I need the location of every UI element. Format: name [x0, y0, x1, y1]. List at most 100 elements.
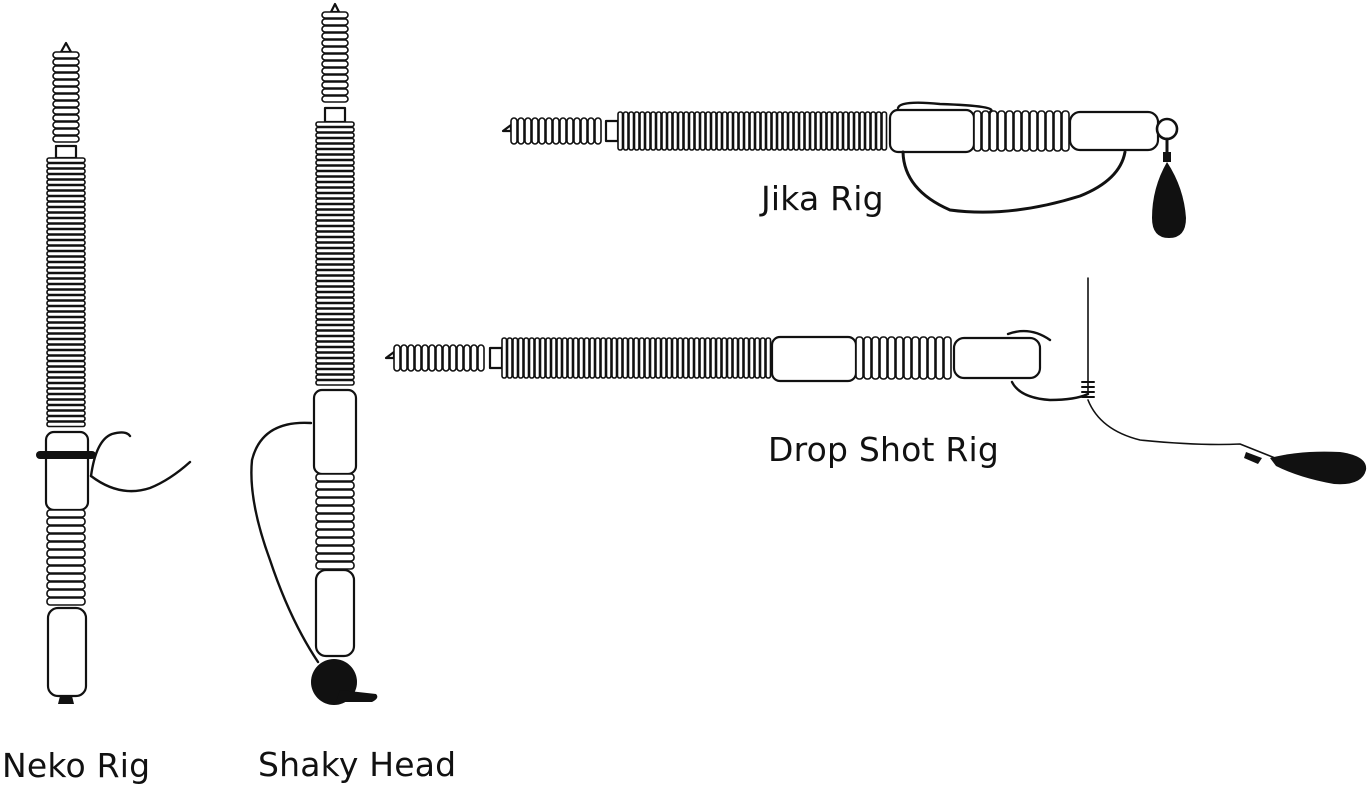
- worm-rib: [315, 286, 355, 293]
- worm-rib: [528, 337, 535, 379]
- worm-rib: [566, 117, 574, 145]
- worm-rib: [776, 111, 783, 151]
- worm-rib: [1005, 110, 1014, 152]
- worm-rib: [943, 336, 952, 380]
- worm-rib: [627, 337, 634, 379]
- worm-rib: [727, 111, 734, 151]
- worm-rib: [321, 95, 349, 103]
- worm-rib: [688, 111, 695, 151]
- worm-rib: [315, 313, 355, 320]
- worm-rib: [46, 509, 86, 518]
- worm-rib: [765, 337, 772, 379]
- worm-rib: [456, 344, 464, 372]
- worm-rib: [315, 505, 355, 514]
- jika-rig-worm: [501, 108, 1160, 154]
- worm-rib: [315, 214, 355, 221]
- worm-rib: [315, 379, 355, 386]
- worm-rib: [46, 245, 86, 252]
- nail-weight: [58, 696, 74, 704]
- worm-rib: [46, 223, 86, 230]
- worm-rib: [52, 93, 80, 101]
- worm-rib: [715, 337, 722, 379]
- worm-rib: [315, 280, 355, 287]
- drop-shot-worm: [384, 335, 1042, 383]
- worm-rib: [315, 203, 355, 210]
- worm-rib: [315, 231, 355, 238]
- worm-rib: [661, 111, 668, 151]
- worm-rib: [859, 111, 866, 151]
- worm-rib: [46, 393, 86, 400]
- worm-rib: [815, 111, 822, 151]
- worm-rib: [46, 517, 86, 526]
- worm-rib: [655, 337, 662, 379]
- worm-rib: [46, 338, 86, 345]
- worm-rib: [556, 337, 563, 379]
- worm-rib: [848, 111, 855, 151]
- worm-rib: [46, 366, 86, 373]
- worm-rib: [52, 79, 80, 87]
- worm-rib: [573, 117, 581, 145]
- worm-rib: [677, 111, 684, 151]
- worm-rib: [46, 250, 86, 257]
- worm-rib: [997, 110, 1006, 152]
- worm-rib: [321, 88, 349, 96]
- worm-rib: [716, 111, 723, 151]
- worm-rib: [737, 337, 744, 379]
- worm-rib: [315, 561, 355, 570]
- worm-rib: [699, 337, 706, 379]
- worm-rib: [523, 337, 530, 379]
- worm-head: [314, 568, 356, 658]
- worm-rib: [671, 337, 678, 379]
- worm-rib: [315, 258, 355, 265]
- worm-rib: [46, 157, 86, 164]
- worm-rib: [52, 135, 80, 143]
- worm-rib: [315, 521, 355, 530]
- worm-rib: [837, 111, 844, 151]
- worm-rib: [666, 111, 673, 151]
- worm-rib: [46, 344, 86, 351]
- worm-rib: [743, 111, 750, 151]
- worm-rib: [754, 111, 761, 151]
- worm-rib: [919, 336, 928, 380]
- worm-rib: [315, 489, 355, 498]
- worm-rib: [705, 111, 712, 151]
- worm-rib: [46, 272, 86, 279]
- worm-rib: [46, 589, 86, 598]
- worm-rib: [704, 337, 711, 379]
- worm-rib: [315, 346, 355, 353]
- worm-rib: [46, 349, 86, 356]
- worm-rib: [594, 117, 602, 145]
- worm-rib: [315, 236, 355, 243]
- worm-rib: [611, 337, 618, 379]
- worm-body-ribs: [46, 157, 86, 428]
- worm-rib: [315, 154, 355, 161]
- worm-rib: [622, 111, 629, 151]
- worm-rib: [721, 337, 728, 379]
- worm-rib: [46, 410, 86, 417]
- worm-rib: [660, 337, 667, 379]
- label-drop-shot-rig: Drop Shot Rig: [768, 430, 1000, 469]
- worm-rib: [315, 253, 355, 260]
- worm-rib: [622, 337, 629, 379]
- worm-rib: [46, 267, 86, 274]
- worm-rib: [46, 261, 86, 268]
- worm-rib: [315, 513, 355, 522]
- worm-rib: [512, 337, 519, 379]
- worm-rib: [46, 371, 86, 378]
- worm-rib: [315, 187, 355, 194]
- worm-rib: [315, 545, 355, 554]
- label-neko-rig: Neko Rig: [2, 746, 151, 785]
- worm-rib: [321, 39, 349, 47]
- worm-rib: [580, 117, 588, 145]
- worm-rib: [981, 110, 990, 152]
- worm-tail-ribs: [393, 344, 485, 372]
- worm-rib: [400, 344, 408, 372]
- worm-rib: [421, 344, 429, 372]
- worm-rib: [315, 302, 355, 309]
- worm-rib: [628, 111, 635, 151]
- worm-rib: [315, 537, 355, 546]
- worm-rib: [644, 111, 651, 151]
- worm-rib: [315, 341, 355, 348]
- worm-rib: [46, 360, 86, 367]
- worm-rib: [46, 294, 86, 301]
